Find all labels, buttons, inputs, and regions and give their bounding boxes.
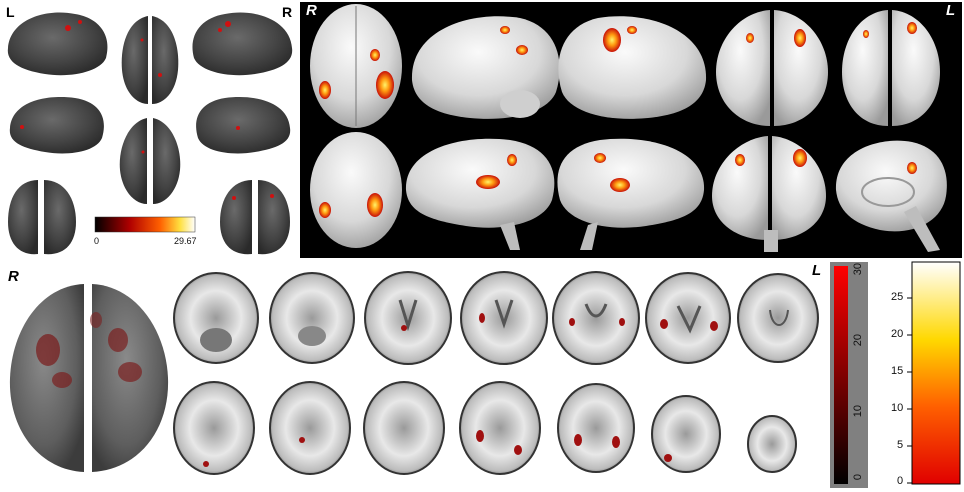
colorbar-hot <box>911 261 961 485</box>
panel-a-right-label: R <box>282 4 293 20</box>
axial-slice-5 <box>552 271 640 365</box>
panel-c <box>9 261 961 488</box>
axial-slice-6 <box>645 272 731 364</box>
brain-coronal-cut-b <box>712 136 826 252</box>
panel-b <box>310 4 947 252</box>
brain-lateral-cut-right-b <box>405 138 555 250</box>
panel-a-left-label: L <box>6 4 15 20</box>
colorbar-hot-ticks <box>907 297 912 484</box>
colorbar-hot-tick-20: 20 <box>891 328 904 340</box>
axial-slice-4 <box>460 271 548 365</box>
panel-c-right-label: L <box>812 262 822 279</box>
panel-a <box>7 12 293 255</box>
axial-slice-14 <box>747 415 797 473</box>
colorbar-dark-tick-10: 10 <box>852 405 864 418</box>
brain-lateral-right-b <box>411 16 560 119</box>
brain-lateral-cut-left-b <box>557 138 705 250</box>
axial-slice-3 <box>364 271 452 365</box>
brain-lateral-right <box>192 12 293 76</box>
brain-lateral-left-b <box>558 16 707 119</box>
axial-slice-1 <box>173 272 259 364</box>
axial-slice-7 <box>737 273 819 363</box>
colorbar-dark-tick-30: 30 <box>852 263 864 276</box>
axial-slice-2 <box>269 272 355 364</box>
panel-c-left-label: R <box>8 268 19 285</box>
axial-slice-9 <box>269 381 351 475</box>
brain-dorsal-a <box>121 16 179 104</box>
colorbar-a-max: 29.67 <box>174 236 197 246</box>
brain-posterior-b <box>716 10 828 126</box>
colorbar-hot-tick-5: 5 <box>897 439 904 451</box>
axial-slice-8 <box>173 381 255 475</box>
colorbar-dark <box>834 266 848 484</box>
axial-slice-13 <box>651 395 721 473</box>
brain-medial-cut-b <box>835 140 947 252</box>
brain-posterior-a <box>8 180 76 255</box>
colorbar-hot-tick-0: 0 <box>897 475 904 487</box>
colorbar-dark-tick-20: 20 <box>852 334 864 347</box>
brain-anterior-a <box>220 180 290 255</box>
brain-dorsal-glass <box>9 284 169 472</box>
brain-medial-right <box>196 97 291 154</box>
brain-ventral-b <box>310 132 402 248</box>
colorbar-a-min: 0 <box>94 236 100 246</box>
panel-b-left-label: R <box>306 2 317 19</box>
panel-b-right-label: L <box>946 2 956 19</box>
colorbar-dark-tick-0: 0 <box>852 474 864 481</box>
brain-ventral-a <box>119 118 181 204</box>
brain-dorsal-b <box>310 4 402 128</box>
colorbar-a <box>94 216 196 233</box>
axial-slice-11 <box>459 381 541 475</box>
axial-slice-10 <box>363 381 445 475</box>
brain-lateral-left <box>7 12 108 76</box>
colorbar-hot-tick-10: 10 <box>891 402 904 414</box>
colorbar-hot-tick-15: 15 <box>891 365 904 377</box>
brain-anterior-b <box>842 10 940 126</box>
brain-medial-left <box>9 97 104 154</box>
axial-slice-12 <box>557 383 635 473</box>
colorbar-hot-tick-25: 25 <box>891 291 904 303</box>
